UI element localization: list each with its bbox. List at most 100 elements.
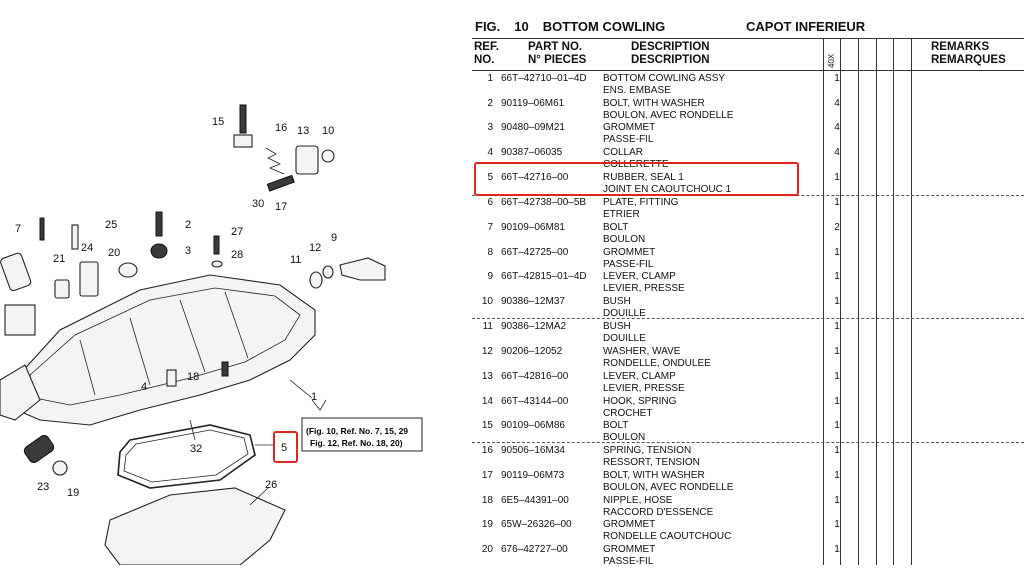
quantity: 1	[834, 172, 840, 183]
nipple-18	[221, 361, 229, 377]
description-en: BOTTOM COWLING ASSY	[603, 73, 726, 84]
group-divider-3	[472, 442, 1024, 443]
col-qty-left	[823, 38, 824, 565]
bush-10	[321, 149, 335, 163]
ref-number: 1	[487, 73, 493, 84]
callout-16: 16	[275, 122, 287, 134]
ref-number: 20	[481, 544, 493, 555]
ref-number: 10	[481, 296, 493, 307]
cowling-rib-3	[179, 299, 206, 373]
quantity: 1	[834, 346, 840, 357]
callout-2: 2	[185, 219, 191, 231]
seal-rubber-5	[117, 424, 256, 489]
reference-note-box	[301, 417, 423, 452]
ref-number: 15	[481, 420, 493, 431]
part-number: 66T–42738–00–5B	[501, 197, 587, 208]
ref-number: 9	[487, 271, 493, 282]
quantity: 1	[834, 396, 840, 407]
header-remarks-line2: REMARQUES	[931, 54, 1006, 66]
description-en: GROMMET	[603, 544, 656, 555]
lever-clamp-13	[295, 145, 319, 175]
part-number: 90119–06M73	[501, 470, 565, 481]
callout-10: 10	[322, 125, 334, 137]
callout-5: 5	[281, 442, 287, 454]
description-en: GROMMET	[603, 247, 656, 258]
description-fr: RESSORT, TENSION	[603, 456, 700, 468]
bracket-15	[233, 134, 253, 148]
description-en: GROMMET	[603, 519, 656, 530]
header-part-line2: N° PIECES	[528, 54, 587, 66]
description-en: BOLT	[603, 420, 629, 431]
part-number: 90206–12052	[501, 346, 563, 357]
part-number: 66T–42816–00	[501, 371, 569, 382]
collar-4	[166, 369, 177, 387]
description-fr: BOULON	[603, 431, 646, 443]
callout-25: 25	[105, 219, 117, 231]
ref-number: 14	[481, 396, 493, 407]
description-en: GROMMET	[603, 122, 656, 133]
rule-top	[472, 38, 1024, 39]
part-number: 6E5–44391–00	[501, 495, 569, 506]
header-ref-line1: REF.	[474, 41, 499, 53]
header-remarks: REMARKS REMARQUES	[931, 41, 1006, 67]
ref-number: 7	[487, 222, 493, 233]
grommet-3	[150, 243, 168, 259]
header-qty: 40X	[827, 53, 836, 68]
quantity: 4	[834, 122, 840, 133]
description-en: BUSH	[603, 321, 631, 332]
ref-number: 6	[487, 197, 493, 208]
ref-number: 11	[482, 321, 493, 332]
description-en: HOOK, SPRING	[603, 396, 677, 407]
description-fr: ENS. EMBASE	[603, 84, 671, 96]
clamp-lever-left	[0, 252, 32, 292]
ref-number: 2	[487, 98, 493, 109]
bolt-2	[155, 211, 163, 237]
part-number: 65W–26326–00	[501, 519, 572, 530]
leader-ref-bracket	[311, 399, 327, 411]
lever-clamp-9	[339, 257, 386, 281]
quantity: 1	[834, 445, 840, 456]
quantity: 1	[834, 197, 840, 208]
description-en: BUSH	[603, 296, 631, 307]
description-en: WASHER, WAVE	[603, 346, 681, 357]
callout-7: 7	[15, 223, 21, 235]
callout-24: 24	[81, 242, 93, 254]
callout-30: 30	[252, 198, 264, 210]
description-fr: RONDELLE, ONDULEE	[603, 357, 711, 369]
callout-5-highlight	[273, 431, 298, 463]
description-fr: PASSE-FIL	[603, 258, 654, 270]
ref-number: 13	[481, 371, 493, 382]
washer-12	[322, 265, 334, 279]
cowling-rib-1	[79, 339, 96, 396]
callout-21: 21	[53, 253, 65, 265]
quantity: 1	[834, 420, 840, 431]
part-number: 676–42727–00	[501, 544, 568, 555]
side-bracket	[4, 304, 36, 336]
part-number: 90387–06035	[501, 147, 563, 158]
cowling-rib-2	[129, 317, 151, 386]
figure-title-fr: CAPOT INFERIEUR	[746, 19, 866, 34]
description-fr: JOINT EN CAOUTCHOUC 1	[603, 183, 732, 195]
part-number: 66T–42710–01–4D	[501, 73, 587, 84]
bottom-cowling-shape	[4, 274, 316, 426]
bolt-15	[239, 104, 247, 134]
quantity: 1	[834, 247, 840, 258]
description-fr: PASSE-FIL	[603, 555, 654, 567]
col-qty-right	[840, 38, 841, 565]
reference-note-line-1: (Fig. 10, Ref. No. 7, 15, 29	[306, 426, 408, 436]
bolt-25	[71, 224, 79, 250]
spring-16	[265, 147, 285, 175]
quantity: 1	[834, 321, 840, 332]
bolt-7	[39, 217, 45, 241]
hose-nipple-23	[23, 435, 55, 463]
